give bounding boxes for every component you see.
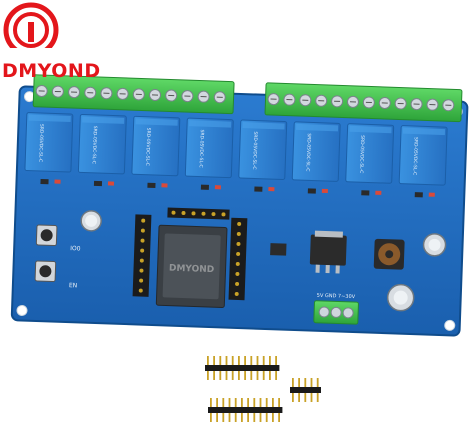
pin-header-strip [290, 378, 321, 402]
power-label: 5V GND 7~30V [317, 293, 356, 300]
transistor [93, 180, 103, 187]
relay: SRD-05VDC-SL-C [184, 117, 234, 179]
led [268, 186, 275, 192]
power-terminal [313, 300, 359, 325]
relay: SRD-05VDC-SL-C [24, 112, 74, 173]
transistor [147, 182, 156, 189]
pin-header-strip [205, 356, 280, 380]
esp32-header-left [132, 214, 152, 297]
relay-marking: SRD-05VDC-SL-C [144, 128, 151, 166]
led [375, 190, 382, 195]
relay-marking: SRD-05VDC-SL-C [198, 129, 205, 167]
led [161, 183, 168, 188]
boot-button[interactable] [35, 224, 58, 247]
led-row [40, 179, 435, 198]
led [54, 179, 61, 184]
capacitor-left [80, 210, 102, 232]
relay: SRD-05VDC-SL-C [131, 115, 181, 177]
logo-mark-icon [3, 2, 59, 60]
relay-row: SRD-05VDC-SL-C SRD-05VDC-SL-C SRD-05VDC-SL… [24, 112, 448, 186]
pin-header-set [205, 356, 321, 422]
esp32-header-top [167, 207, 230, 220]
brand-name: DMYOND [2, 60, 101, 82]
brand-logo [3, 2, 59, 60]
relay-board: SRD-05VDC-SL-C SRD-05VDC-SL-C SRD-05VDC-SL… [10, 74, 469, 337]
led [107, 181, 115, 186]
capacitor-right-bottom [386, 283, 415, 312]
relay: SRD-05VDC-SL-C [345, 123, 395, 184]
module-watermark: DMYOND [169, 264, 215, 276]
esp32-module: DMYOND [155, 224, 228, 308]
led [214, 185, 222, 190]
relay-marking: SRD-05VDC-SL-C [91, 126, 98, 164]
relay-marking: SRD-05VDC-SL-C [37, 124, 44, 162]
capacitor-right-top [422, 233, 447, 257]
relay-marking: SRD-05VDC-SL-C [251, 131, 258, 169]
inductor [373, 238, 405, 270]
transistor [40, 179, 49, 185]
transistor [200, 184, 210, 190]
pin-header-strip [208, 398, 283, 422]
relay: SRD-05VDC-SL-C [398, 125, 448, 186]
terminal-block-left [32, 74, 235, 115]
relay-marking: SRD-05VDC-SL-C [358, 135, 365, 173]
esp32-header-right [228, 217, 248, 301]
transistor [361, 190, 370, 196]
transistor [307, 188, 316, 194]
relay: SRD-05VDC-SL-C [77, 113, 127, 175]
boot-button-label: IO0 [70, 245, 81, 252]
relay: SRD-05VDC-SL-C [291, 121, 341, 182]
reset-button[interactable] [34, 260, 57, 283]
relay-marking: SRD-05VDC-SL-C [411, 137, 418, 175]
led [321, 188, 328, 194]
voltage-regulator [309, 230, 347, 274]
terminal-block-right [264, 82, 463, 123]
relay: SRD-05VDC-SL-C [238, 119, 288, 180]
led [428, 192, 435, 197]
transistor [254, 186, 263, 192]
reset-button-label: EN [69, 282, 78, 289]
small-regulator [270, 243, 287, 256]
transistor [414, 192, 423, 198]
relay-marking: SRD-05VDC-SL-C [305, 133, 312, 171]
